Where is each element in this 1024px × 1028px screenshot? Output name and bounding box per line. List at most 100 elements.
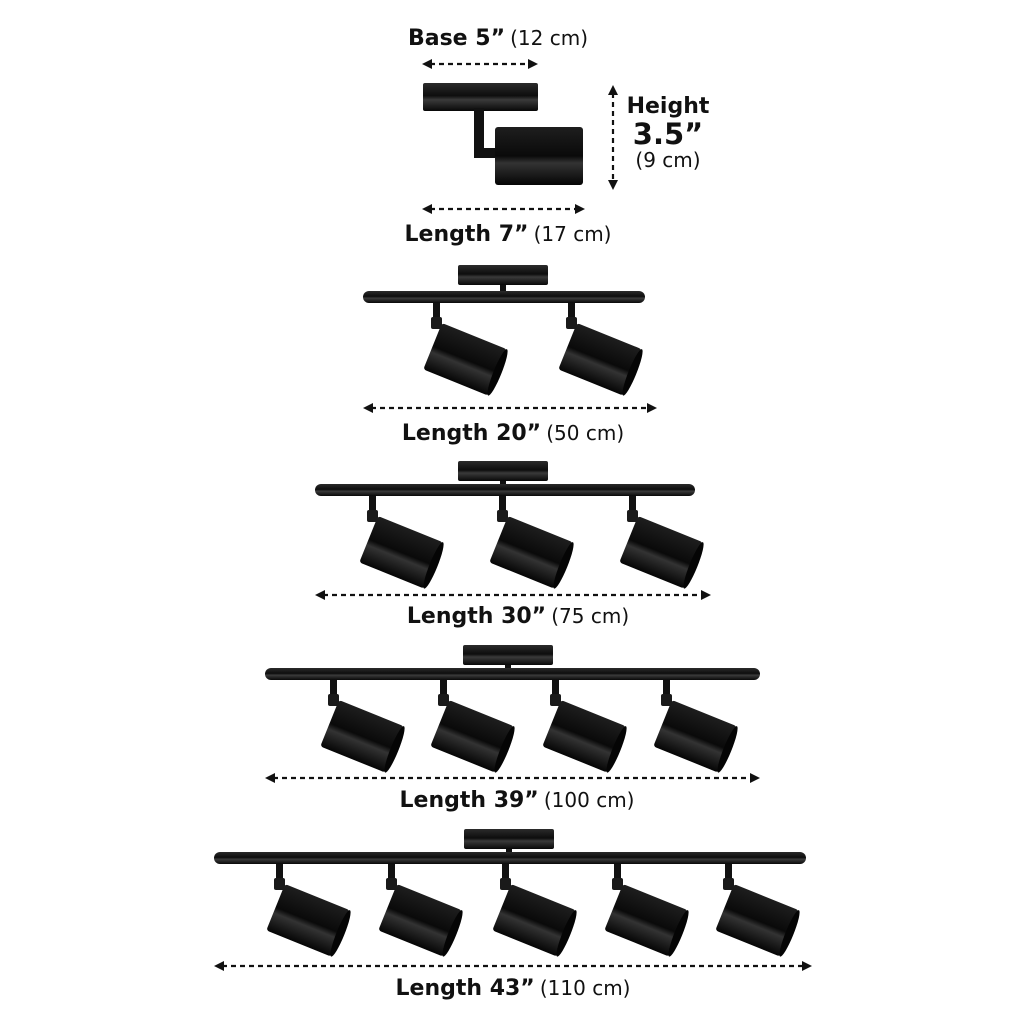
spotlight-head-1 bbox=[321, 680, 405, 773]
can-body bbox=[360, 516, 442, 588]
swivel-joint bbox=[550, 694, 561, 706]
spotlight-head-1 bbox=[424, 303, 508, 396]
ceiling-canopy bbox=[458, 265, 548, 285]
swivel-arm bbox=[725, 864, 732, 882]
swivel-joint bbox=[627, 510, 638, 522]
can-body bbox=[424, 323, 506, 395]
arrow-left-icon bbox=[265, 773, 275, 783]
swivel-arm bbox=[614, 864, 621, 882]
swivel-joint bbox=[386, 878, 397, 890]
spotlight-can bbox=[543, 700, 627, 773]
can-body bbox=[431, 700, 513, 772]
can-face bbox=[717, 726, 738, 773]
swivel-arm bbox=[663, 680, 670, 698]
height-dimension-arrow bbox=[608, 85, 618, 190]
can-face bbox=[683, 542, 704, 589]
swivel-arm bbox=[474, 108, 484, 158]
ceiling-canopy bbox=[423, 83, 538, 111]
swivel-arm bbox=[388, 864, 395, 882]
spotlight-head-3 bbox=[620, 496, 704, 589]
swivel-joint bbox=[431, 317, 442, 329]
spotlight-head-3 bbox=[543, 680, 627, 773]
swivel-joint bbox=[274, 878, 285, 890]
can-body bbox=[620, 516, 702, 588]
arrow-left-icon bbox=[363, 403, 373, 413]
ceiling-canopy bbox=[463, 645, 553, 665]
arrow-right-icon bbox=[701, 590, 711, 600]
spotlight-head-4 bbox=[654, 680, 738, 773]
spotlight-head-5 bbox=[716, 864, 800, 957]
can-face bbox=[330, 910, 351, 957]
can-face bbox=[556, 910, 577, 957]
swivel-joint bbox=[480, 148, 498, 158]
can-face bbox=[442, 910, 463, 957]
spotlight-can bbox=[559, 323, 643, 396]
swivel-joint bbox=[566, 317, 577, 329]
swivel-arm bbox=[276, 864, 283, 882]
canopy-stem bbox=[505, 665, 511, 668]
track-bar bbox=[363, 291, 645, 303]
swivel-joint bbox=[497, 510, 508, 522]
spotlight-head-4 bbox=[605, 864, 689, 957]
swivel-arm bbox=[433, 303, 440, 321]
can-face bbox=[668, 910, 689, 957]
length-39-dimension-arrow bbox=[265, 773, 760, 783]
spotlight-can bbox=[716, 884, 800, 957]
arrow-left-icon bbox=[422, 59, 432, 69]
swivel-joint bbox=[500, 878, 511, 890]
can-body bbox=[543, 700, 625, 772]
swivel-joint bbox=[661, 694, 672, 706]
track-bar bbox=[265, 668, 760, 680]
base-metric-text: (12 cm) bbox=[510, 26, 589, 50]
length-metric: (50 cm) bbox=[546, 421, 625, 445]
swivel-joint bbox=[612, 878, 623, 890]
length-43-dimension-arrow bbox=[214, 961, 812, 971]
can-body bbox=[493, 884, 575, 956]
swivel-arm bbox=[502, 864, 509, 882]
spotlight-can bbox=[620, 516, 704, 589]
can-body bbox=[605, 884, 687, 956]
can-body bbox=[654, 700, 736, 772]
spotlight-can bbox=[321, 700, 405, 773]
can-face bbox=[553, 542, 574, 589]
ceiling-canopy bbox=[464, 829, 554, 849]
spotlight-can bbox=[490, 516, 574, 589]
can-face bbox=[494, 726, 515, 773]
base-dimension-label: Base 5” (12 cm) bbox=[408, 28, 588, 50]
spotlight-head-1 bbox=[360, 496, 444, 589]
four-head-fixture bbox=[265, 645, 760, 680]
height-metric: (9 cm) bbox=[635, 148, 701, 173]
length-text: Length 30” bbox=[406, 604, 547, 629]
spotlight-can bbox=[267, 884, 351, 957]
length-metric: (75 cm) bbox=[551, 604, 630, 628]
spotlight-can bbox=[424, 323, 508, 396]
spotlight-can bbox=[605, 884, 689, 957]
length-7-dimension-arrow bbox=[422, 204, 585, 214]
can-face bbox=[622, 349, 643, 396]
spotlight-can bbox=[379, 884, 463, 957]
can-face bbox=[779, 910, 800, 957]
arrow-right-icon bbox=[575, 204, 585, 214]
track-bar bbox=[315, 484, 695, 496]
swivel-joint bbox=[438, 694, 449, 706]
arrow-right-icon bbox=[750, 773, 760, 783]
arrow-down-icon bbox=[608, 180, 618, 190]
arrow-right-icon bbox=[647, 403, 657, 413]
spotlight-can bbox=[360, 516, 444, 589]
swivel-joint bbox=[723, 878, 734, 890]
can-body bbox=[716, 884, 798, 956]
can-face bbox=[606, 726, 627, 773]
height-value: 3.5” bbox=[632, 116, 704, 151]
spotlight-head-2 bbox=[559, 303, 643, 396]
height-word: Height bbox=[626, 94, 710, 119]
swivel-arm bbox=[369, 496, 376, 514]
five-head-fixture bbox=[214, 829, 806, 864]
length-metric: (17 cm) bbox=[533, 222, 612, 246]
height-dimension-label: Height 3.5” (9 cm) bbox=[627, 95, 710, 172]
canopy-stem bbox=[506, 849, 512, 852]
can-face bbox=[487, 349, 508, 396]
track-bar bbox=[214, 852, 806, 864]
swivel-arm bbox=[440, 680, 447, 698]
length-30-dimension-arrow bbox=[315, 590, 711, 600]
swivel-joint bbox=[367, 510, 378, 522]
